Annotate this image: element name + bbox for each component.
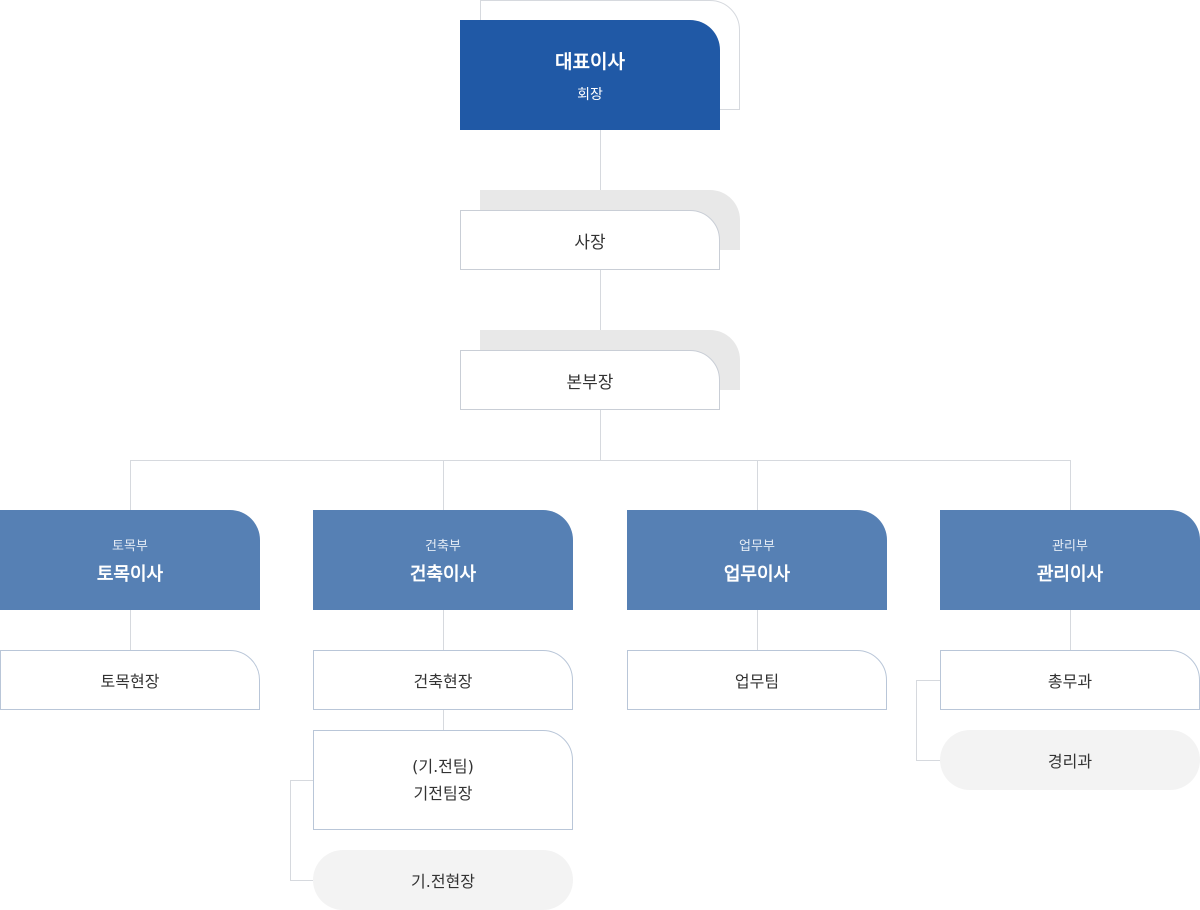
director-box-civil: 토목부 토목이사 [0,510,260,610]
team-label-business: 업무팀 [734,672,780,691]
team-pill-mep-site: 기.전현장 [313,850,573,910]
connector-gm-down [600,410,601,460]
director-label-admin: 관리이사 [1036,563,1104,585]
dept-label-business: 업무부 [739,538,775,554]
ceo-box: 대표이사 회장 [460,20,720,130]
director-box-business: 업무부 업무이사 [627,510,887,610]
team-box-business: 업무팀 [627,650,887,710]
team-box-mep: (기.전팀) 기전팀장 [313,730,573,830]
team-label-accounting: 경리과 [1047,752,1093,771]
connector-arch-team [443,610,444,650]
director-label-arch: 건축이사 [409,563,477,585]
bracket-admin-vertical [916,680,917,760]
bracket-mep-top [290,780,313,781]
connector-drop-civil [130,460,131,510]
team-box-civil-site: 토목현장 [0,650,260,710]
connector-civil-team [130,610,131,650]
bracket-mep-vertical [290,780,291,880]
dept-label-admin: 관리부 [1052,538,1088,554]
director-box-arch: 건축부 건축이사 [313,510,573,610]
connector-drop-arch [443,460,444,510]
ceo-subtitle: 회장 [577,86,603,103]
gm-label: 본부장 [566,372,614,393]
team-pill-accounting: 경리과 [940,730,1200,790]
dept-label-arch: 건축부 [425,538,461,554]
director-label-civil: 토목이사 [96,563,164,585]
connector-business-team [757,610,758,650]
team-box-arch-site: 건축현장 [313,650,573,710]
team-label-general-affairs: 총무과 [1047,672,1093,691]
connector-horizontal [130,460,1071,461]
director-box-admin: 관리부 관리이사 [940,510,1200,610]
team-label-mep-site: 기.전현장 [411,872,475,891]
bracket-admin-top [916,680,940,681]
connector-ceo-president [600,130,601,210]
president-box: 사장 [460,210,720,270]
team-label-arch-site: 건축현장 [413,672,473,691]
bracket-admin-bottom [916,760,940,761]
director-label-business: 업무이사 [723,563,791,585]
connector-arch-mep [443,710,444,730]
connector-president-gm [600,270,601,350]
team-label-civil-site: 토목현장 [100,672,160,691]
connector-drop-admin [1070,460,1071,510]
team-box-general-affairs: 총무과 [940,650,1200,710]
dept-label-civil: 토목부 [112,538,148,554]
president-label: 사장 [574,232,606,253]
connector-admin-team [1070,610,1071,650]
connector-drop-business [757,460,758,510]
gm-box: 본부장 [460,350,720,410]
team-label-mep-line2: 기전팀장 [413,784,473,803]
bracket-mep-bottom [290,880,313,881]
team-label-mep-line1: (기.전팀) [412,757,474,776]
ceo-title: 대표이사 [555,50,625,73]
